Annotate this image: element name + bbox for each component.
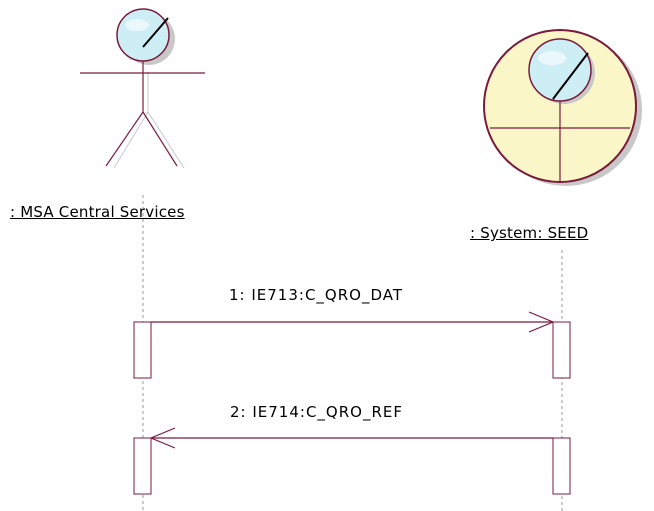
system-boundary-figure bbox=[483, 29, 642, 186]
activation-msa-1 bbox=[133, 321, 152, 379]
message-arrow-1 bbox=[151, 311, 555, 333]
participant-label-msa: : MSA Central Services bbox=[10, 203, 185, 221]
activation-seed-1 bbox=[552, 321, 571, 379]
participant-label-seed: : System: SEED bbox=[470, 224, 589, 242]
message-arrow-2 bbox=[149, 427, 553, 449]
activation-msa-2 bbox=[133, 437, 152, 495]
actor-figure bbox=[80, 8, 205, 169]
activation-seed-2 bbox=[552, 437, 571, 495]
message-label-2: 2: IE714:C_QRO_REF bbox=[230, 403, 403, 421]
message-label-1: 1: IE713:C_QRO_DAT bbox=[229, 286, 404, 304]
